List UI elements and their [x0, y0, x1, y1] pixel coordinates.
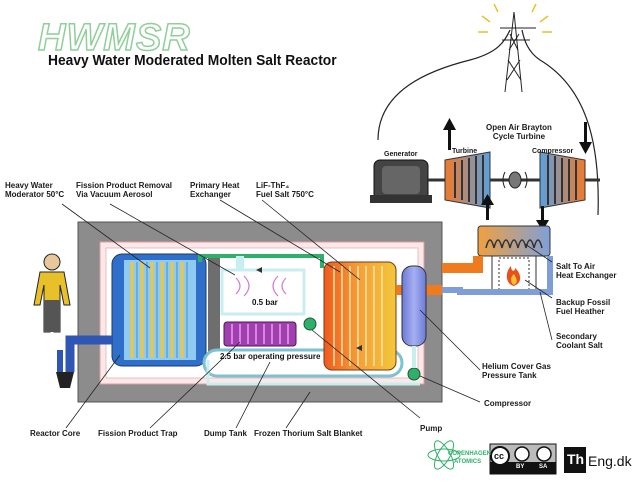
- power-line-left: [377, 29, 511, 141]
- page-title: Heavy Water Moderated Molten Salt Reacto…: [48, 52, 337, 69]
- cc-text: cc: [494, 451, 505, 461]
- label-turbine: Turbine: [452, 148, 478, 155]
- reactor-core: [111, 253, 207, 367]
- atomics-logo-text: ATOMICS: [454, 459, 482, 465]
- cold-coolant-pipe: [442, 256, 553, 295]
- shield-block: [208, 256, 220, 356]
- label-primary-hx: Primary Heat Exchanger: [190, 181, 240, 199]
- flow-arrows: [443, 118, 592, 231]
- label-moderator: Heavy Water Moderator 50°C: [5, 181, 65, 199]
- sa-text: SA: [539, 464, 548, 470]
- th-badge: [564, 447, 586, 473]
- inner-flow-arrows: [256, 267, 362, 351]
- pylon-icon: [500, 11, 536, 93]
- label-pressure-low: 0.5 bar: [252, 298, 278, 307]
- share-alike-icon: [536, 446, 552, 462]
- label-thorium-blanket: Frozen Thorium Salt Blanket: [254, 429, 363, 438]
- label-backup-fossil: Backup Fossil Fuel Heather: [556, 298, 611, 316]
- by-text: BY: [516, 464, 525, 470]
- fuel-pipe-top: [198, 254, 324, 268]
- th-logo-text: Th: [567, 451, 585, 467]
- gas-return-pipe: [206, 360, 420, 386]
- label-secondary-coolant: Secondary Coolant Salt: [556, 332, 603, 350]
- person-icon: [33, 253, 71, 333]
- person-by-icon: [514, 446, 530, 462]
- label-dump-tank: Dump Tank: [204, 429, 247, 438]
- leader-lines: [61, 199, 553, 429]
- turbine-icon: [444, 151, 491, 209]
- label-compressor-bottom: Compressor: [484, 399, 532, 408]
- moderator-valve-icon: [56, 372, 74, 388]
- engdk-logo-text: Eng.dk: [588, 453, 632, 469]
- label-pressure-operating: 2.5 bar operating pressure: [220, 352, 321, 361]
- label-fission-removal: Fission Product Removal Via Vacuum Aeros…: [76, 181, 173, 199]
- compressor-top-icon: [539, 151, 586, 209]
- label-pump: Pump: [420, 424, 443, 433]
- label-generator: Generator: [384, 151, 418, 158]
- compressor-bottom-icon: [407, 367, 421, 381]
- spark-icon: [478, 3, 552, 33]
- helium-tank: [401, 265, 427, 347]
- copenhagen-logo-text: COPENHAGEN: [448, 451, 492, 457]
- label-helium-tank: Helium Cover Gas Pressure Tank: [482, 362, 551, 380]
- label-compressor-top: Compressor: [532, 148, 574, 155]
- acronym-outline: HWMSR: [37, 17, 191, 59]
- label-fission-trap: Fission Product Trap: [98, 429, 178, 438]
- salt-to-air-hx: [477, 225, 551, 257]
- label-salt-to-air: Salt To Air Heat Exchanger: [556, 262, 617, 280]
- power-line-right: [521, 29, 599, 216]
- moderator-pipe: [65, 335, 112, 372]
- primary-heat-exchanger: [323, 261, 397, 371]
- coupling-icon: [502, 171, 528, 189]
- hot-coolant-pipe: [442, 256, 483, 273]
- pump-icon: [303, 317, 317, 331]
- label-brayton: Open Air Brayton Cycle Turbine: [486, 123, 552, 141]
- fire-icon: [506, 266, 521, 286]
- atom-logo-icon: [427, 440, 461, 470]
- vacuum-chamber: [220, 268, 306, 316]
- generator-icon: [370, 159, 432, 203]
- cc-icon: [490, 446, 510, 466]
- fission-trap: [223, 321, 297, 347]
- label-fuel-salt: LiF-ThF₄ Fuel Salt 750°C: [256, 181, 314, 199]
- label-reactor-core: Reactor Core: [30, 429, 81, 438]
